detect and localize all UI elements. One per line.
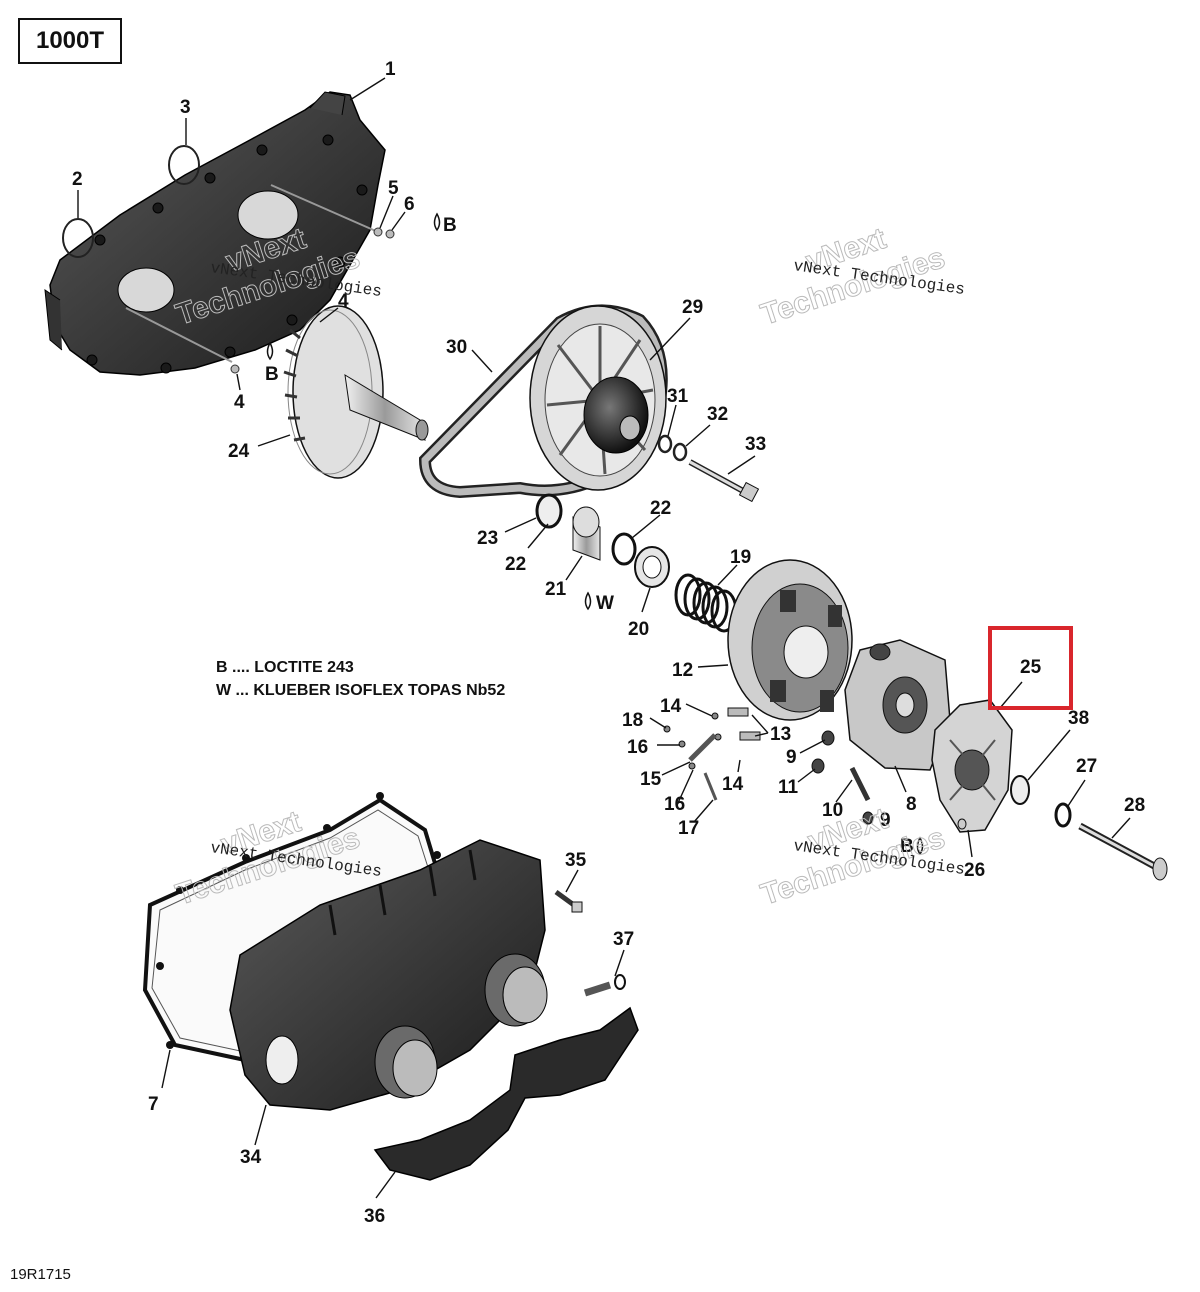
callout-12: 12 (672, 660, 693, 681)
callout-23: 23 (477, 528, 498, 549)
callout-7: 7 (148, 1094, 159, 1115)
callout-9: 9 (786, 747, 797, 768)
callout-16: 16 (627, 737, 648, 758)
callout-28: 28 (1124, 795, 1145, 816)
callout-32: 32 (707, 404, 728, 425)
callout-21: 21 (545, 579, 567, 600)
callout-31: 31 (667, 386, 689, 407)
adhesive-mark-w: W (596, 593, 614, 614)
driven-pulley-part-29 (529, 305, 667, 491)
adhesive-mark-b: B (443, 215, 457, 236)
washer-part-38 (1010, 775, 1030, 805)
legend-line-loctite: B .... LOCTITE 243 (216, 659, 354, 676)
ring-part-22 (611, 532, 637, 566)
figure-code: 19R1715 (10, 1266, 71, 1283)
callout-27: 27 (1076, 756, 1097, 777)
callout-33: 33 (745, 434, 766, 455)
callout-9: 9 (880, 810, 891, 831)
plate-part-36 (373, 1006, 639, 1181)
callout-5: 5 (388, 178, 399, 199)
bushing-part-21 (572, 506, 601, 561)
adhesive-markers: B B W B (265, 212, 924, 857)
callout-19: 19 (730, 547, 751, 568)
callout-10: 10 (822, 800, 843, 821)
spring-part-19 (674, 573, 738, 633)
o-ring-part-3 (168, 145, 200, 185)
callout-4: 4 (234, 392, 245, 413)
bearing-part-20 (634, 546, 670, 588)
adhesive-mark-b: B (265, 364, 279, 385)
callout-36: 36 (364, 1206, 385, 1227)
callout-13: 13 (770, 724, 791, 745)
model-label: 1000T (18, 18, 122, 64)
callout-11: 11 (778, 777, 799, 798)
callout-26: 26 (964, 860, 985, 881)
callout-14: 14 (660, 696, 682, 717)
adhesive-legend: B .... LOCTITE 243 W ... KLUEBER ISOFLEX… (216, 656, 505, 702)
callout-22: 22 (650, 498, 671, 519)
washer-part-31 (657, 434, 673, 454)
leader-lines (77, 77, 1131, 1199)
callout-30: 30 (446, 337, 467, 358)
callout-numbers: 1 2 3 4 4 5 6 7 8 9 9 10 11 12 13 14 14 … (72, 59, 1145, 1227)
pin-part-37 (583, 974, 626, 997)
callout-38: 38 (1068, 708, 1089, 729)
callout-3: 3 (180, 97, 191, 118)
washer-part-27 (1054, 802, 1072, 828)
callout-29: 29 (682, 297, 703, 318)
callout-34: 34 (240, 1147, 262, 1168)
ring-part-23 (535, 493, 563, 529)
callout-25: 25 (1020, 657, 1042, 678)
callout-6: 6 (404, 194, 415, 215)
callout-37: 37 (613, 929, 634, 950)
small-hardware-parts (663, 707, 967, 830)
callout-24: 24 (228, 441, 250, 462)
drive-pulley-part-24 (283, 305, 429, 479)
callout-16: 16 (664, 794, 685, 815)
bolt-part-33 (688, 459, 760, 503)
callout-14: 14 (722, 774, 744, 795)
callout-20: 20 (628, 619, 649, 640)
governor-cup-part-25 (931, 699, 1013, 833)
callout-8: 8 (906, 794, 917, 815)
highlight-box-25 (988, 626, 1073, 710)
legend-line-klueber: W ... KLUEBER ISOFLEX TOPAS Nb52 (216, 682, 506, 699)
washer-part-32 (672, 442, 688, 462)
movable-sheave-part-12 (727, 559, 853, 721)
screw-part-35 (554, 889, 583, 913)
outer-cover-part-1 (44, 91, 386, 376)
callout-35: 35 (565, 850, 587, 871)
adhesive-mark-b: B (900, 836, 914, 857)
callout-18: 18 (622, 710, 643, 731)
o-ring-part-2 (62, 218, 94, 258)
inner-cover-part-34 (229, 839, 548, 1111)
callout-22: 22 (505, 554, 526, 575)
bolt-part-28 (1078, 822, 1168, 881)
callout-15: 15 (640, 769, 662, 790)
callout-17: 17 (678, 818, 699, 839)
callout-2: 2 (72, 169, 83, 190)
spider-part-8 (844, 639, 951, 771)
callout-1: 1 (385, 59, 396, 80)
callout-4: 4 (338, 291, 349, 312)
